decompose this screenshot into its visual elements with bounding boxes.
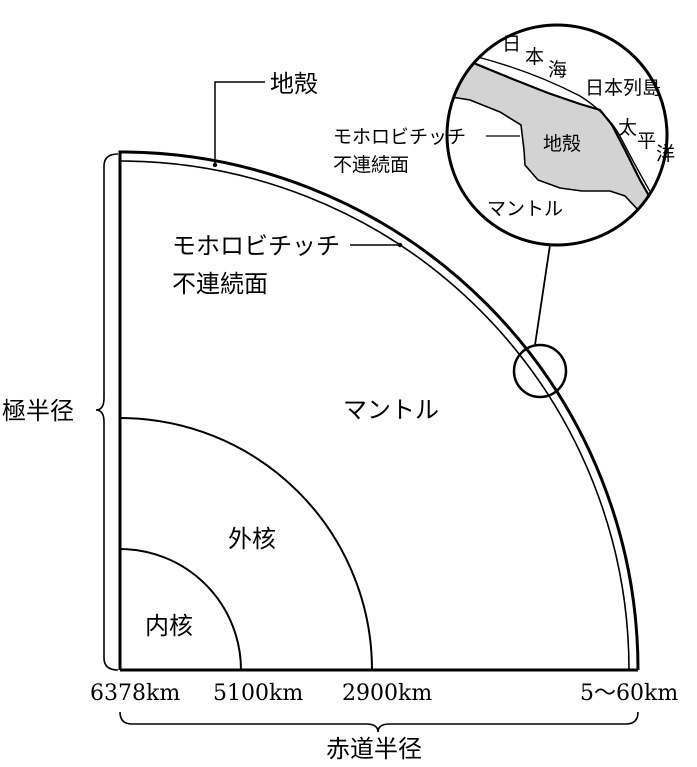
crust-outer-boundary xyxy=(118,150,640,671)
moho-pointer xyxy=(350,242,403,248)
inset-mantle-label: マントル xyxy=(487,198,563,220)
inset-japan-islands-label: 日本列島 xyxy=(585,77,661,99)
depth-label-outer-core: 2900km xyxy=(342,681,432,706)
polar-radius-label: 極半径 xyxy=(2,397,74,425)
moho-label-line2: 不連続面 xyxy=(172,270,268,298)
zoom-circle xyxy=(512,343,568,399)
inset-pacific-char1: 太 xyxy=(618,117,637,139)
crust-pointer xyxy=(212,81,265,168)
inner-core-boundary xyxy=(119,548,242,671)
inset-pacific-char2: 平 xyxy=(637,130,656,152)
equatorial-radius-brace xyxy=(119,711,639,733)
inset-sea-of-japan-char1: 日 xyxy=(502,33,521,55)
inset-pacific-char3: 洋 xyxy=(656,143,675,165)
crust-label: 地殻 xyxy=(270,70,318,98)
depth-label-crust: 5〜60km xyxy=(580,681,678,706)
inset-sea-of-japan-char3: 海 xyxy=(548,59,567,81)
moho-label-line1: モホロビチッチ xyxy=(172,232,340,260)
inset-moho-label-line2: 不連続面 xyxy=(333,154,409,176)
equatorial-radius-label: 赤道半径 xyxy=(326,735,422,763)
inset-sea-of-japan-char2: 本 xyxy=(525,46,544,68)
outer-core-label: 外核 xyxy=(228,525,276,553)
inset-crust-label: 地殻 xyxy=(543,133,581,155)
moho-boundary xyxy=(119,160,630,671)
inset-sea-surface-line xyxy=(469,54,663,213)
inset-moho-label-line1: モホロビチッチ xyxy=(333,126,466,148)
depth-label-center: 6378km xyxy=(90,681,180,706)
core-mantle-boundary xyxy=(119,417,373,671)
inset-moho-line xyxy=(447,94,656,241)
mantle-label: マントル xyxy=(343,396,439,424)
inset-crust-fill xyxy=(450,58,660,240)
inset-view xyxy=(445,23,669,247)
inner-core-label: 内核 xyxy=(145,612,193,640)
depth-label-inner-core: 5100km xyxy=(213,681,303,706)
polar-radius-brace xyxy=(95,153,119,671)
cross-section xyxy=(118,150,640,672)
